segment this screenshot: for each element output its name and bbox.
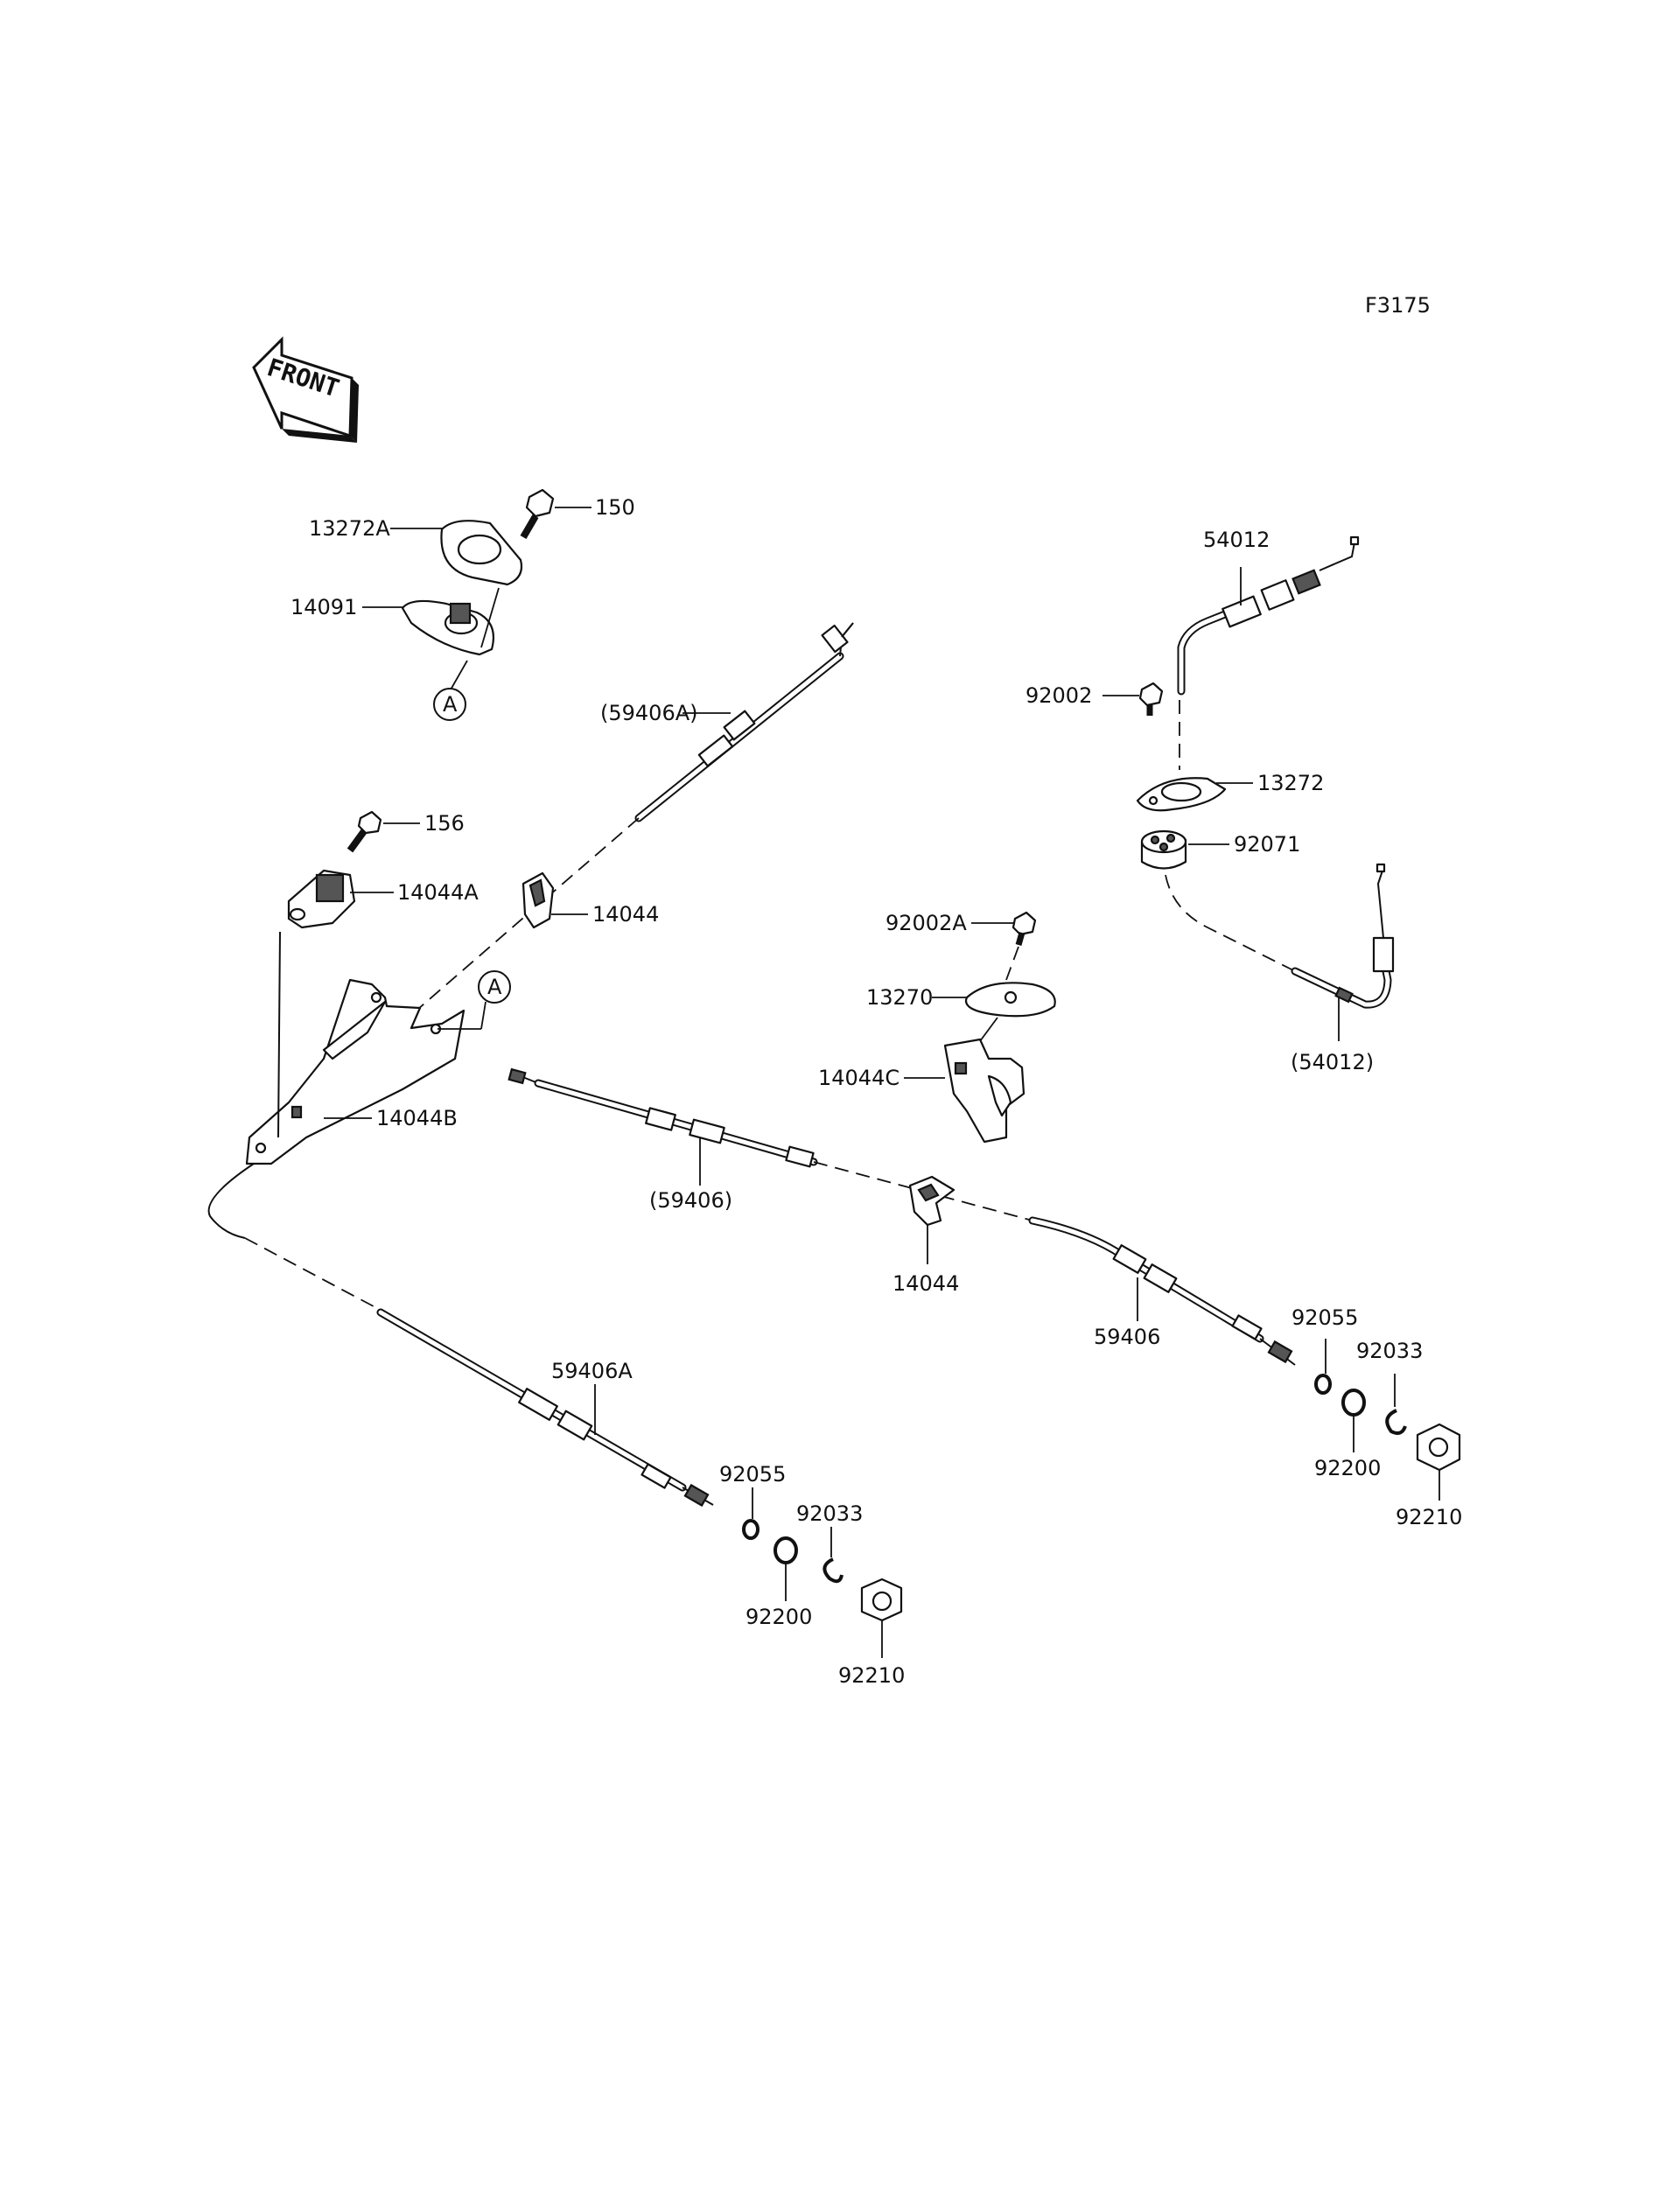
label-92071: 92071 — [1234, 832, 1300, 857]
label-14044C: 14044C — [818, 1066, 900, 1090]
label-13272: 13272 — [1257, 771, 1324, 795]
nut-92210-right — [1416, 1423, 1461, 1472]
clip-92033-left — [822, 1557, 844, 1584]
washer-92200-left — [774, 1536, 798, 1564]
label-92033-right: 92033 — [1356, 1339, 1423, 1363]
bolt-92002A — [1012, 911, 1037, 946]
label-92200-right: 92200 — [1314, 1456, 1381, 1480]
label-13272A: 13272A — [309, 516, 390, 541]
label-14044B: 14044B — [376, 1106, 458, 1130]
label-92033-left: 92033 — [796, 1501, 863, 1526]
label-92210-right: 92210 — [1396, 1505, 1462, 1529]
bolt-150 — [520, 488, 555, 540]
leader-13270-link — [979, 1017, 998, 1042]
dash-92002A — [1005, 946, 1019, 981]
cable-59406-right — [1028, 1216, 1296, 1366]
label-59406A-paren: (59406A) — [600, 701, 698, 725]
label-13270: 13270 — [866, 985, 933, 1010]
cable-59406A-lower — [376, 1308, 714, 1508]
leader-A1 — [449, 660, 468, 692]
ref-A-circle-2 — [478, 970, 511, 1004]
cable-54012-lower — [1291, 863, 1395, 1009]
bracket-14044B — [245, 978, 466, 1165]
label-14091: 14091 — [290, 595, 357, 619]
cable-59406-mid-left — [508, 1067, 818, 1168]
label-54012: 54012 — [1203, 528, 1270, 552]
dashed-path-left — [244, 1237, 386, 1313]
o-ring-92055-left — [742, 1519, 760, 1540]
leader-A2b — [480, 1001, 486, 1030]
ref-A-circle-1 — [433, 688, 466, 721]
label-59406: 59406 — [1094, 1325, 1160, 1349]
label-59406A: 59406A — [551, 1359, 633, 1383]
cable-link-left — [277, 931, 281, 1138]
label-92210-left: 92210 — [838, 1663, 905, 1688]
cable-59406A-upper — [634, 622, 854, 822]
clamp-14044A — [287, 869, 356, 929]
o-ring-92055-right — [1314, 1374, 1332, 1395]
label-14044A: 14044A — [397, 880, 479, 905]
holder-14091 — [401, 599, 495, 656]
clip-14044-top — [522, 871, 555, 929]
plate-13270 — [964, 982, 1056, 1018]
nut-92210-left — [860, 1578, 903, 1622]
bracket-14044C — [943, 1038, 1026, 1144]
cable-curve-left — [207, 1163, 255, 1239]
label-54012-paren: (54012) — [1291, 1050, 1374, 1074]
ref-A-1: A — [443, 692, 458, 717]
label-92002A: 92002A — [886, 911, 967, 935]
label-14044-top: 14044 — [592, 902, 659, 927]
washer-92200-right — [1341, 1389, 1366, 1417]
ref-A-2: A — [487, 975, 502, 999]
label-150: 150 — [595, 495, 635, 520]
bolt-156 — [346, 810, 382, 853]
clip-92033-right — [1385, 1409, 1407, 1435]
dashed-path-upper — [410, 817, 640, 1016]
cable-54012 — [1177, 535, 1360, 696]
bolt-92002 — [1138, 682, 1164, 716]
label-92200-left: 92200 — [746, 1605, 812, 1629]
grommet-92071 — [1140, 829, 1187, 870]
gasket-13272A — [440, 520, 523, 586]
dashed-path-right — [1165, 874, 1296, 972]
leader-gasket — [480, 587, 500, 648]
plate-13272 — [1136, 777, 1227, 812]
label-59406-paren: (59406) — [649, 1188, 732, 1213]
clip-14044-mid — [908, 1175, 956, 1227]
front-arrow-icon: FRONT — [252, 336, 359, 443]
label-92055-left: 92055 — [719, 1462, 786, 1487]
label-156: 156 — [424, 811, 465, 836]
figure-code: F3175 — [1365, 293, 1431, 318]
label-14044-mid: 14044 — [892, 1271, 959, 1296]
label-92055-right: 92055 — [1292, 1305, 1358, 1330]
label-92002: 92002 — [1026, 683, 1092, 708]
